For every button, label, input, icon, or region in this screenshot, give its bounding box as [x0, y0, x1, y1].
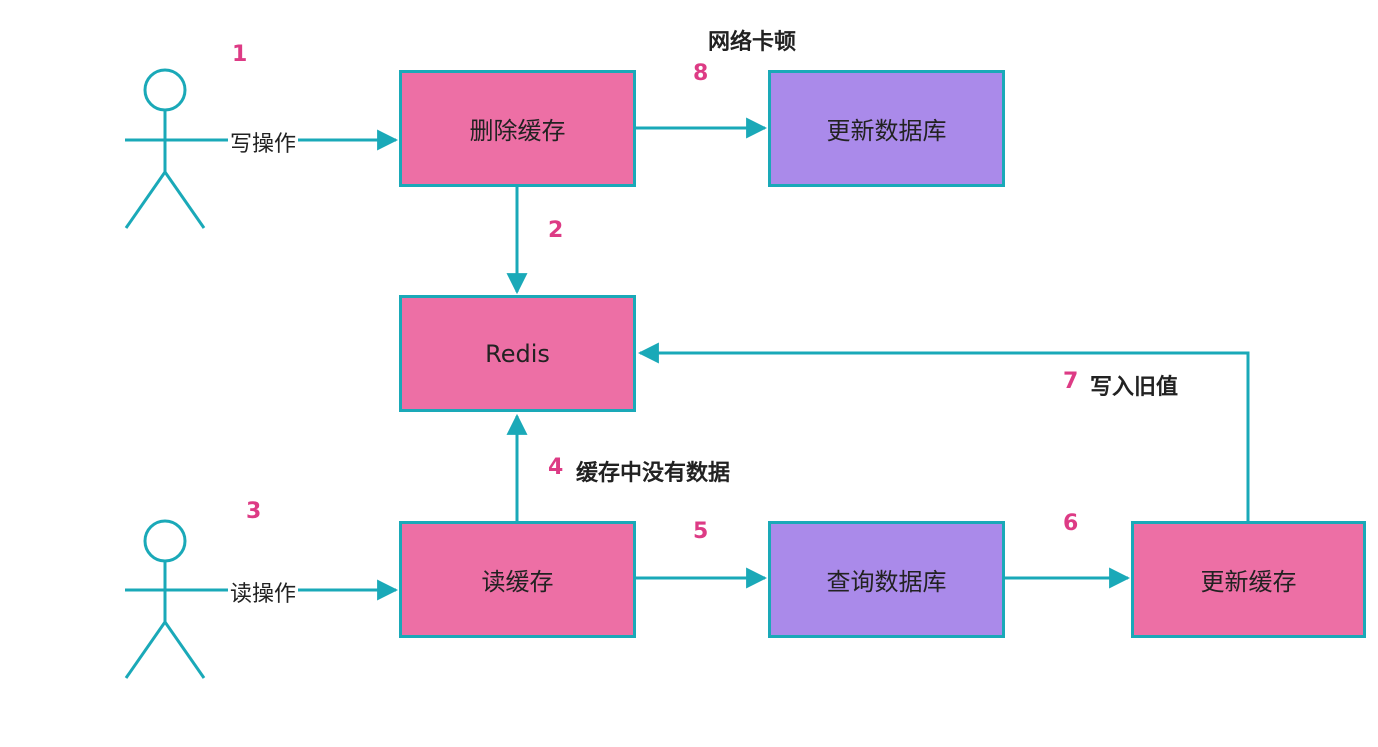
step-7-number: 7 [1063, 369, 1079, 394]
step-5-number: 5 [693, 519, 709, 544]
step-4-number: 4 [548, 455, 564, 480]
update-cache-box: 更新缓存 [1131, 521, 1366, 638]
step-2-number: 2 [548, 218, 564, 243]
reader-label: 读操作 [228, 576, 299, 608]
writer-actor-icon [124, 68, 206, 229]
delete-cache-box: 删除缓存 [399, 70, 636, 187]
network-lag-note: 网络卡顿 [708, 30, 797, 55]
query-db-box: 查询数据库 [768, 521, 1005, 638]
no-data-in-cache-note: 缓存中没有数据 [576, 461, 731, 486]
step-6-number: 6 [1063, 511, 1079, 536]
update-db-box: 更新数据库 [768, 70, 1005, 187]
reader-actor-icon [124, 519, 206, 679]
redis-box: Redis [399, 295, 636, 412]
write-old-value-note: 写入旧值 [1090, 375, 1179, 400]
step-1-number: 1 [232, 42, 248, 67]
arrow-update-cache-to-redis [637, 342, 1250, 522]
writer-label: 写操作 [228, 126, 299, 158]
step-3-number: 3 [246, 499, 262, 524]
read-cache-box: 读缓存 [399, 521, 636, 638]
step-8-number: 8 [693, 61, 709, 86]
